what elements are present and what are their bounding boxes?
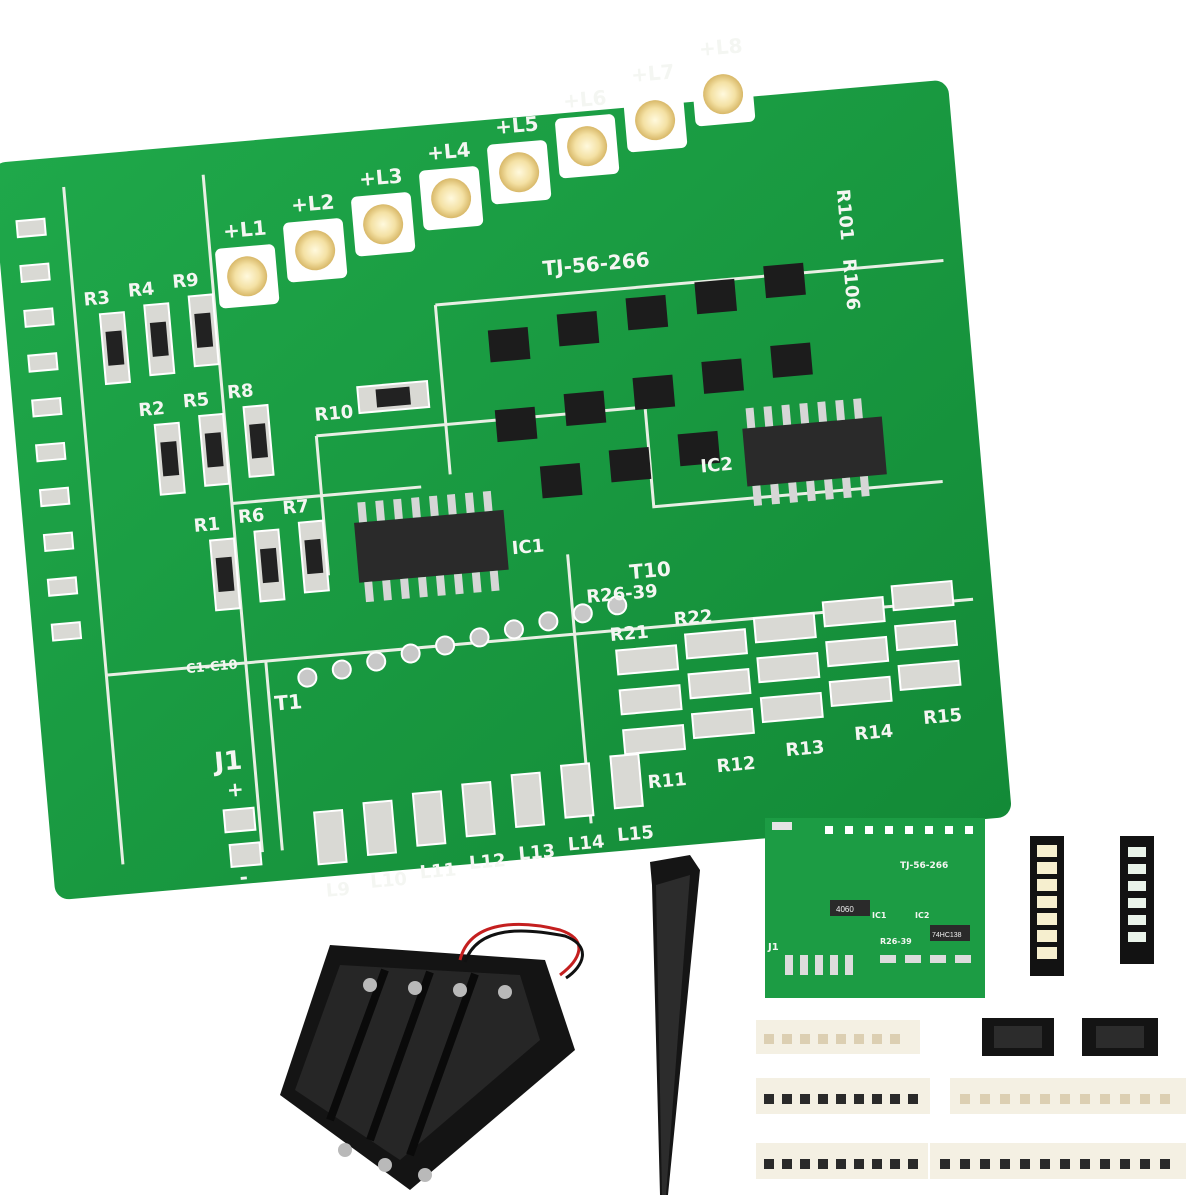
led-label: L12	[468, 850, 506, 874]
mini-pcb: TJ-56-266 4060 IC1 74HC138 IC2 R26-39 J1	[765, 818, 985, 998]
led-label: L15	[616, 822, 654, 846]
resistor-tape-3	[756, 1143, 928, 1179]
resistor-label: R6	[237, 505, 265, 528]
led-label: +L7	[630, 59, 675, 87]
battery-holder	[280, 922, 584, 1190]
bottom-led-labels: L9 L10 L11 L12 L13 L14 L15	[325, 822, 654, 902]
j1-label: J1	[211, 746, 243, 778]
led-label: L13	[518, 841, 556, 865]
led-label: L11	[419, 859, 457, 883]
led-label: +L1	[222, 215, 267, 243]
led-label: +L8	[698, 33, 743, 61]
resistor-label: R3	[83, 287, 111, 310]
led-label: L9	[325, 879, 351, 902]
led-labels: +L1 +L2 +L3 +L4 +L5 +L6 +L7 +L8	[222, 33, 743, 243]
resistor-label: R9	[171, 270, 199, 293]
capacitor-column	[15, 217, 83, 642]
resistor-label: R2	[138, 398, 166, 421]
led-label: +L2	[290, 189, 335, 217]
resistor-label: R5	[182, 389, 210, 412]
mini-ic1-code: 4060	[836, 905, 854, 914]
ic1-chip	[354, 490, 509, 603]
top-led-row	[215, 62, 756, 309]
resistor-tape-1	[756, 1078, 930, 1114]
bottom-led-row	[313, 752, 644, 866]
resistor-label: R1	[193, 514, 221, 537]
resistor-label: R15	[922, 705, 963, 729]
right-resistor-grid	[615, 579, 962, 756]
led-label: +L5	[494, 111, 539, 139]
led-tape-white	[1030, 836, 1064, 976]
left-resistors	[98, 293, 330, 612]
mini-j1-label: J1	[767, 942, 779, 953]
j1-minus-label: -	[238, 865, 248, 890]
resistor-label: R14	[853, 721, 894, 745]
resistor-label: R12	[716, 753, 757, 777]
ic1-label: IC1	[511, 535, 545, 559]
r106-label: R106	[838, 258, 863, 311]
resistor-tape-2	[950, 1078, 1186, 1114]
resistor-label: R13	[785, 737, 826, 761]
led-tape-color	[1120, 836, 1154, 964]
mini-model-label: TJ-56-266	[900, 861, 948, 871]
r11-r15-labels: R11 R12 R13 R14 R15	[647, 705, 963, 794]
ic2-chip	[742, 398, 887, 506]
ic-tape-2	[1082, 1018, 1158, 1056]
j1-plus-label: +	[226, 777, 245, 802]
led-label: L10	[370, 869, 408, 893]
r21-label: R21	[609, 622, 650, 646]
r10-label: R10	[314, 402, 355, 426]
left-resistor-labels: R3 R4 R9 R2 R5 R8 R1 R6 R7	[83, 270, 310, 537]
j1-pads	[222, 806, 263, 868]
led-label: +L6	[562, 85, 607, 113]
resistor-label: R11	[647, 769, 688, 793]
t10-label: T10	[628, 557, 671, 585]
tweezers	[650, 855, 700, 1195]
mini-r26-label: R26-39	[880, 937, 912, 946]
resistor-label: R8	[226, 380, 254, 403]
t1-label: T1	[273, 689, 303, 715]
led-label: +L3	[358, 163, 403, 191]
resistor-arrays	[487, 262, 813, 499]
r22-label: R22	[673, 606, 714, 630]
led-label: L14	[567, 831, 605, 855]
through-hole-row	[297, 595, 628, 688]
r101-label: R101	[832, 188, 857, 241]
resistor-tape-4	[930, 1143, 1186, 1179]
resistor-label: R4	[127, 278, 155, 301]
mini-ic2-label: IC2	[915, 911, 929, 920]
capacitor-label: C1-C10	[186, 658, 239, 677]
ic2-label: IC2	[700, 454, 734, 478]
led-label: +L4	[426, 137, 471, 165]
capacitor-tape	[756, 1020, 920, 1054]
mini-ic1-label: IC1	[872, 911, 887, 920]
mini-ic2-code: 74HC138	[932, 932, 962, 939]
main-pcb: +L1 +L2 +L3 +L4 +L5 +L6 +L7 +L8 R3 R4 R9…	[0, 33, 1011, 902]
resistor-label: R7	[282, 496, 310, 519]
ic-tape-1	[982, 1018, 1054, 1056]
